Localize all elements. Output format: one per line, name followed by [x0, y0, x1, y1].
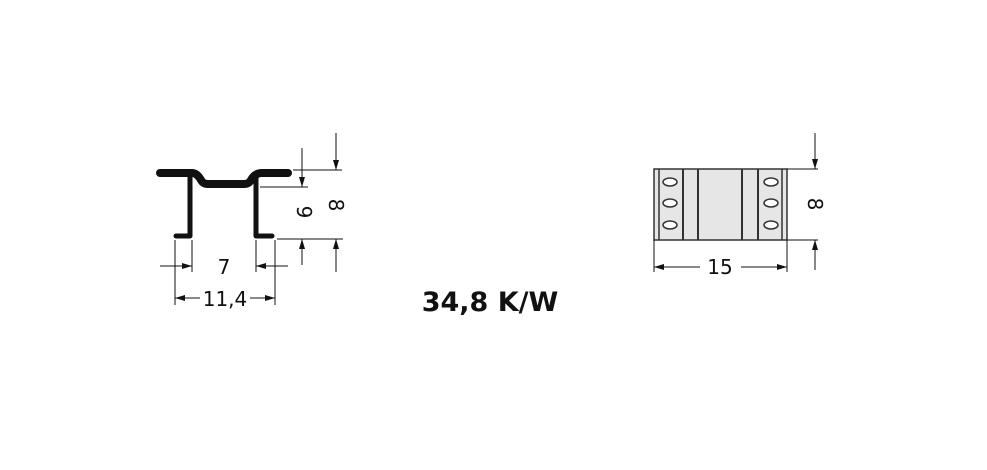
profile-dimension-lines	[160, 133, 343, 305]
dim-inner-height: 9	[292, 206, 316, 219]
thermal-resistance: 34,8 K/W	[421, 287, 559, 318]
heatsink-top-view	[653, 168, 788, 241]
dim-width: 15	[707, 255, 732, 279]
dim-total-height: 8	[324, 199, 348, 212]
mounting-slots	[662, 177, 779, 230]
dim-height: 8	[803, 198, 827, 211]
heatsink-profile	[156, 169, 292, 239]
dim-outer-width: 11,4	[203, 287, 248, 311]
dim-inner-width: 7	[218, 255, 231, 279]
top-view-dimension-lines	[653, 133, 818, 272]
